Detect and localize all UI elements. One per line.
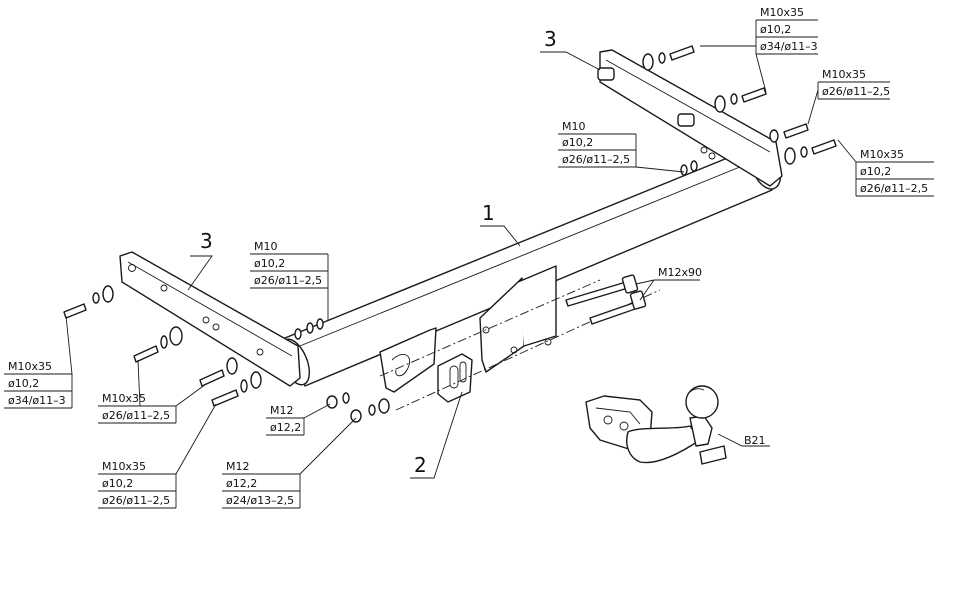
spec-line: ø10,2 — [102, 477, 133, 490]
spec-line: M10 — [562, 120, 586, 133]
spec-line: ø12,2 — [226, 477, 257, 490]
spec-line: M10x35 — [860, 148, 904, 161]
part-number-3-left-text: 3 — [200, 229, 213, 253]
spec-line: M10x35 — [102, 392, 146, 405]
spec-line: ø26/ø11–2,5 — [102, 409, 170, 422]
spec-line: ø26/ø11–2,5 — [102, 494, 170, 507]
spec-line: M12x90 — [658, 266, 702, 279]
spec-line: ø10,2 — [562, 136, 593, 149]
m12x90-bolts — [565, 274, 647, 325]
spec-label-tr3: M10 ø10,2 ø26/ø11–2,5 — [558, 120, 685, 173]
ball-coupling-label-text: B21 — [744, 434, 766, 447]
spec-line: ø26/ø11–2,5 — [254, 274, 322, 287]
spec-line: ø10,2 — [254, 257, 285, 270]
right-side-bracket — [597, 49, 783, 187]
spec-line: ø10,2 — [860, 165, 891, 178]
spec-line: ø10,2 — [760, 23, 791, 36]
spec-label-ml6: M12 ø12,2 ø24/ø13–2,5 — [222, 417, 357, 509]
spec-line: M10x35 — [822, 68, 866, 81]
spec-label-tr1: M10x35 ø10,2 ø34/ø11–3 — [700, 6, 818, 93]
spec-line: ø26/ø11–2,5 — [822, 85, 890, 98]
spec-line: M12 — [226, 460, 250, 473]
part-number-2: 2 — [410, 391, 463, 479]
part-number-1-text: 1 — [482, 201, 495, 225]
center-mount-plate — [479, 265, 557, 373]
spec-line: M10x35 — [8, 360, 52, 373]
fastener-hardware — [63, 45, 837, 423]
spec-line: M10x35 — [760, 6, 804, 19]
spec-label-tr2: M10x35 ø26/ø11–2,5 — [807, 68, 890, 125]
part-number-3-right: 3 — [540, 27, 601, 71]
part-number-3-left: 3 — [187, 229, 213, 291]
spec-line: ø34/ø11–3 — [8, 394, 66, 407]
spec-line: M10x35 — [102, 460, 146, 473]
spec-line: M10 — [254, 240, 278, 253]
spec-label-ml1: M10 ø10,2 ø26/ø11–2,5 — [250, 240, 329, 320]
spec-line: ø12,2 — [270, 421, 301, 434]
spec-label-tr4: M10x35 ø10,2 ø26/ø11–2,5 — [837, 139, 934, 197]
spec-line: M12 — [270, 404, 294, 417]
spec-label-ml5: M10x35 ø10,2 ø26/ø11–2,5 — [98, 403, 217, 509]
cross-beam — [279, 146, 782, 387]
part-number-2-text: 2 — [414, 453, 427, 477]
spec-label-ml4: M12 ø12,2 — [266, 403, 331, 436]
spec-line: ø34/ø11–3 — [760, 40, 818, 53]
left-side-bracket — [119, 251, 301, 387]
part-number-3-right-text: 3 — [544, 27, 557, 51]
spec-label-m12x90: M12x90 — [635, 266, 702, 301]
hook-mount-bracket — [437, 353, 473, 403]
spec-label-ml2: M10x35 ø10,2 ø34/ø11–3 — [4, 315, 73, 409]
ball-coupling-label: B21 — [717, 433, 770, 447]
spec-line: ø26/ø11–2,5 — [860, 182, 928, 195]
spec-line: ø26/ø11–2,5 — [562, 153, 630, 166]
spec-line: ø10,2 — [8, 377, 39, 390]
part-number-1: 1 — [480, 201, 521, 247]
hook-socket-plate — [379, 327, 437, 393]
spec-line: ø24/ø13–2,5 — [226, 494, 294, 507]
ball-coupling — [585, 385, 727, 465]
spec-label-ml3: M10x35 ø26/ø11–2,5 — [98, 359, 207, 424]
